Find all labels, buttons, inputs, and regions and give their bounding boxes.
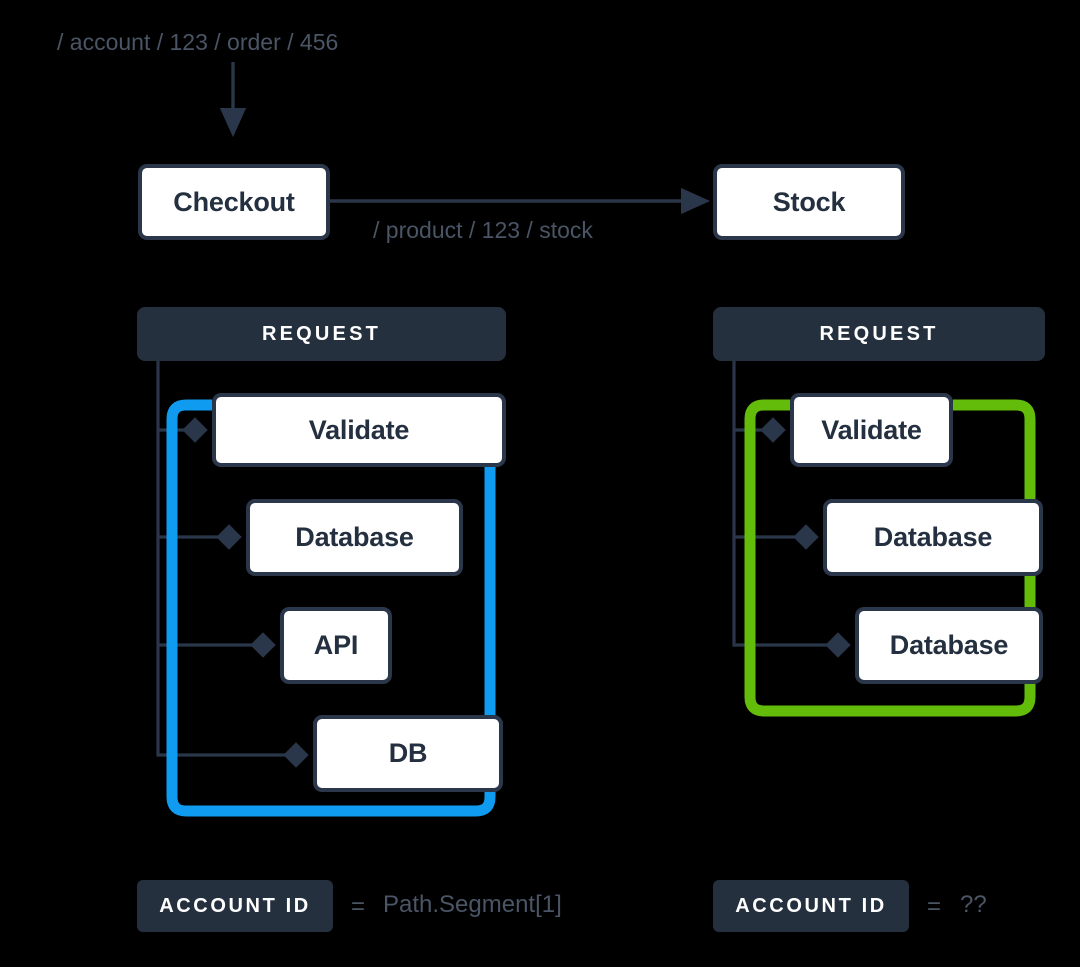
diamond-icon <box>760 417 786 443</box>
right-step-database-2[interactable]: Database <box>855 607 1043 684</box>
left-step-db[interactable]: DB <box>313 715 503 792</box>
node-checkout[interactable]: Checkout <box>138 164 330 240</box>
left-account-id-badge: ACCOUNT ID <box>137 880 333 932</box>
right-account-id-value: ?? <box>960 891 987 918</box>
left-step-database-label: Database <box>295 522 414 552</box>
right-account-id-badge-label: ACCOUNT ID <box>735 894 887 917</box>
right-step-database-2-label: Database <box>889 630 1009 660</box>
right-request-header: REQUEST <box>713 307 1045 361</box>
diamond-icon <box>283 742 309 768</box>
left-account-id-value: Path.Segment[1] <box>383 891 562 918</box>
right-account-id-badge: ACCOUNT ID <box>713 880 909 932</box>
outgoing-path-label: / product / 123 / stock <box>373 217 593 243</box>
right-step-validate[interactable]: Validate <box>790 393 953 467</box>
left-step-database[interactable]: Database <box>246 499 463 576</box>
diamond-icon <box>793 524 819 550</box>
left-request-header-label: REQUEST <box>261 322 382 345</box>
left-request-header: REQUEST <box>137 307 506 361</box>
right-step-validate-label: Validate <box>821 414 922 445</box>
node-stock[interactable]: Stock <box>713 164 905 240</box>
diamond-icon <box>250 632 276 658</box>
right-account-id-equals: = <box>927 893 942 920</box>
right-highlight-trace <box>744 399 1036 717</box>
left-step-api-label: API <box>313 630 359 660</box>
right-request-header-label: REQUEST <box>819 322 939 345</box>
left-step-api[interactable]: API <box>280 607 392 684</box>
diamond-icon <box>825 632 851 658</box>
incoming-path-label: / account / 123 / order / 456 <box>57 29 339 55</box>
node-stock-label: Stock <box>772 186 846 217</box>
right-step-database-1[interactable]: Database <box>823 499 1043 576</box>
diamond-icon <box>216 524 242 550</box>
left-step-validate-label: Validate <box>308 414 410 445</box>
left-account-id-badge-label: ACCOUNT ID <box>159 894 311 917</box>
node-checkout-label: Checkout <box>173 186 295 217</box>
left-highlight-trace <box>166 399 496 817</box>
left-step-validate[interactable]: Validate <box>212 393 506 467</box>
left-account-id-equals: = <box>351 893 366 920</box>
right-step-database-1-label: Database <box>873 522 993 552</box>
diamond-icon <box>182 417 208 443</box>
left-step-db-label: DB <box>388 738 428 768</box>
